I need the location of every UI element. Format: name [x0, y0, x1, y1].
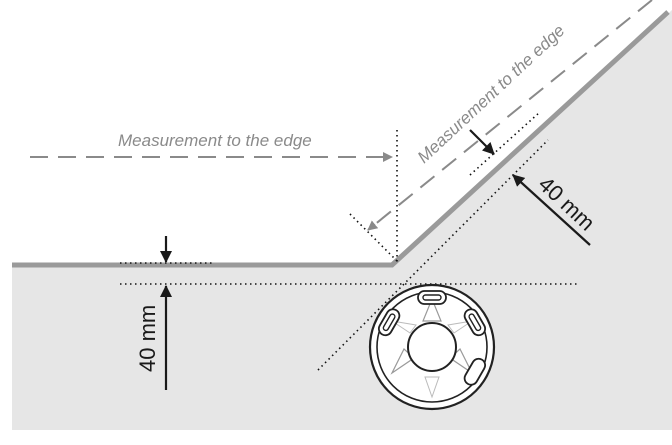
surface-edge-line: [12, 10, 670, 268]
robotic-mower-top-view-icon: [368, 283, 496, 411]
dotted-guides: [120, 111, 578, 371]
measurement-label-horizontal: Measurement to the edge: [118, 131, 312, 150]
dimension-label-left: 40 mm: [135, 305, 160, 372]
surface-area: [12, 10, 672, 430]
dimension-arrows-right: [469, 129, 591, 246]
measurement-arrow-diagonal: [367, 0, 653, 231]
